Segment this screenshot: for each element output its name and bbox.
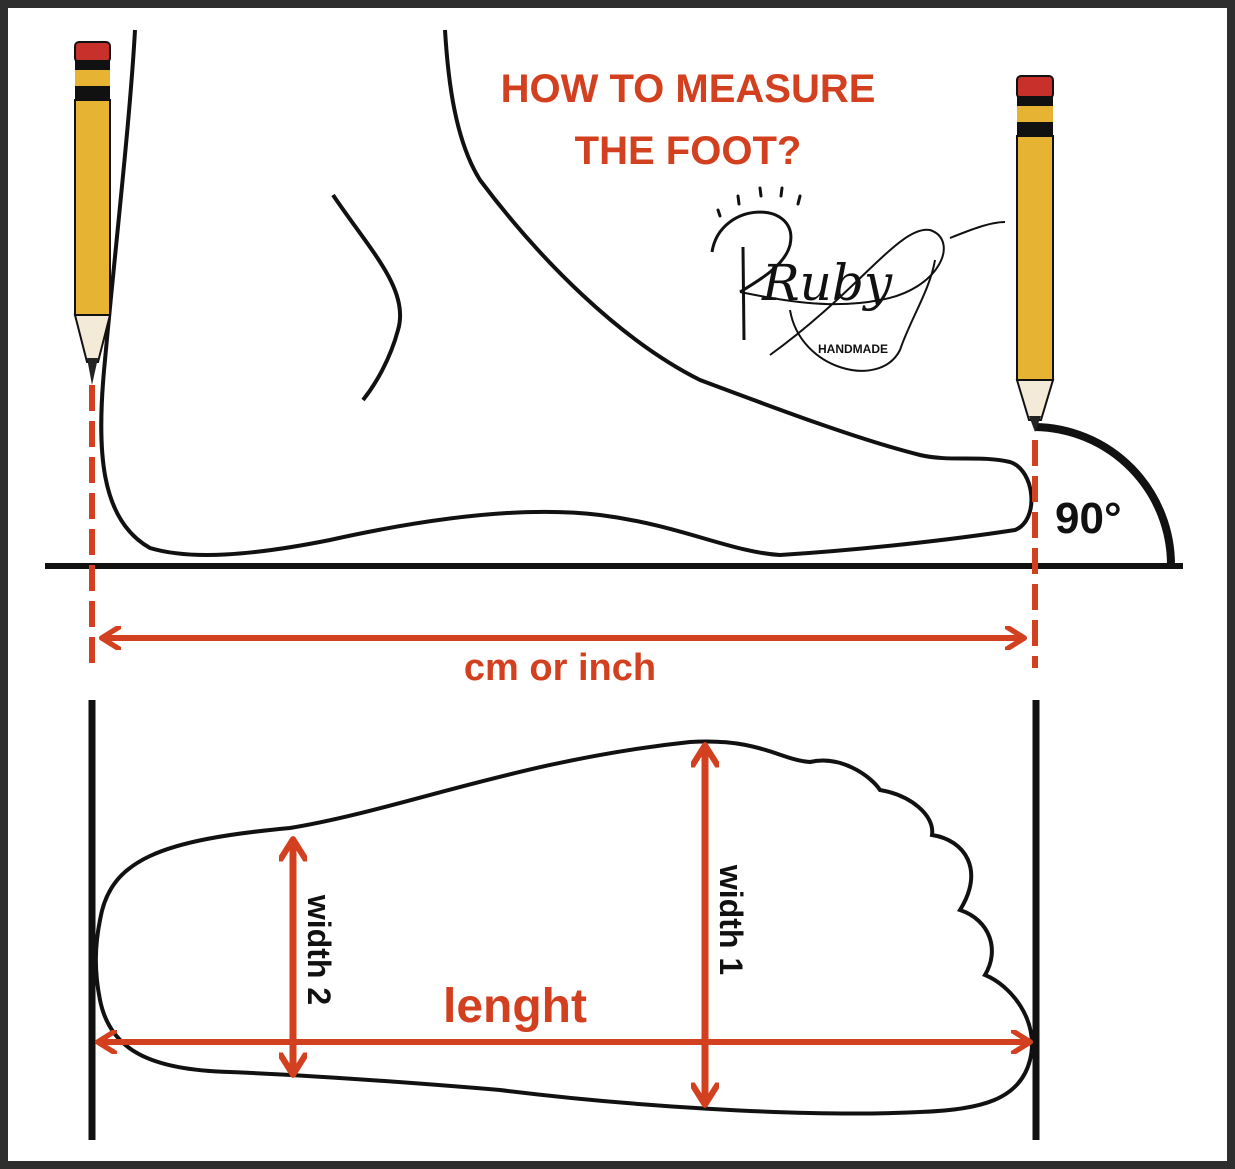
right-angle-arc (1034, 423, 1176, 567)
title-line-2: THE FOOT? (575, 129, 802, 173)
logo-name: Ruby (761, 254, 893, 312)
diagram-canvas: 90° cm or inch HOW TO MEASURE THE FOOT? … (8, 8, 1227, 1161)
width1-label: width 1 (713, 864, 749, 975)
top-foot-outline (93, 739, 1034, 1116)
side-foot-outline (99, 29, 1034, 558)
ankle-line (331, 193, 403, 402)
pencil-left-icon (73, 41, 112, 385)
logo-subtitle: HANDMADE (818, 342, 888, 356)
title-line-1: HOW TO MEASURE (501, 67, 876, 111)
angle-label: 90° (1055, 494, 1122, 543)
measure-label: cm or inch (464, 647, 656, 689)
pencil-right-icon (1015, 75, 1055, 432)
ruby-handmade-logo: Ruby HANDMADE (710, 186, 1006, 372)
length-label: lenght (443, 980, 587, 1033)
width2-label: width 2 (301, 894, 337, 1005)
foot-measure-diagram: 90° cm or inch HOW TO MEASURE THE FOOT? … (45, 29, 1183, 1140)
